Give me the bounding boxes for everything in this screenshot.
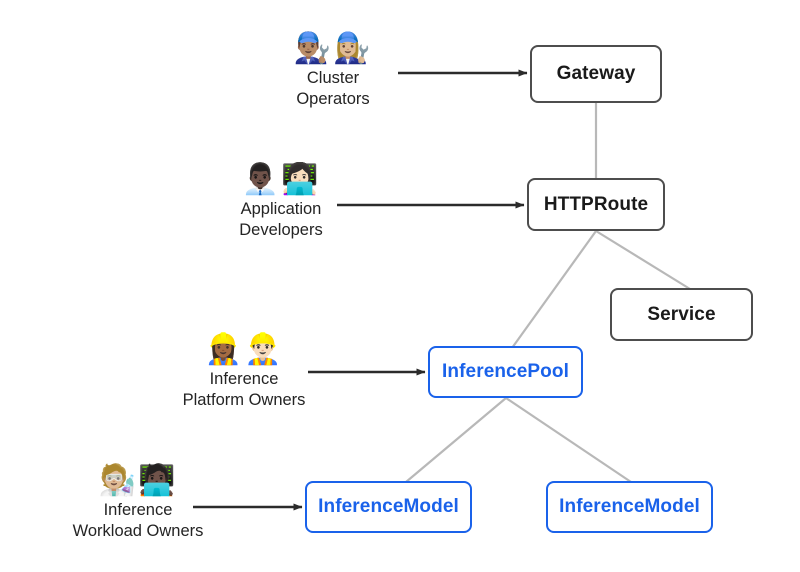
office-worker-technologist-pair-icon: 👨🏿‍💼👩🏻‍💻 (241, 162, 321, 197)
edge-httproute-pool (511, 230, 597, 349)
node-gateway[interactable]: Gateway (530, 45, 662, 103)
node-httproute-label: HTTPRoute (543, 193, 649, 215)
actor-inference-platform-owners-line1: Inference (209, 370, 279, 388)
actor-application-developers-line1: Application (240, 200, 322, 218)
node-inferencemodel-left-label: InferenceModel (318, 496, 459, 517)
actor-application-developers-line2: Developers (239, 221, 323, 239)
node-httproute[interactable]: HTTPRoute (527, 178, 665, 231)
actor-arrows (193, 69, 528, 511)
actor-inference-workload-owners-line1: Inference (103, 501, 173, 519)
node-service[interactable]: Service (610, 288, 753, 341)
actor-inference-workload-owners: 🧑🏼‍🔬🧑🏿‍💻 Inference Workload Owners (45, 464, 231, 542)
actor-cluster-operators: 👨🏽‍🔧👩🏼‍🔧 Cluster Operators (272, 32, 394, 110)
node-inferencemodel-left[interactable]: InferenceModel (305, 481, 472, 533)
node-service-label: Service (647, 303, 716, 325)
construction-worker-pair-icon: 👷🏾‍♀️👷🏻‍♂️ (204, 332, 284, 367)
node-inferencepool-label: InferencePool (442, 361, 569, 382)
node-inferencemodel-right-label: InferenceModel (559, 496, 700, 517)
node-inferencemodel-right[interactable]: InferenceModel (546, 481, 713, 533)
actor-cluster-operators-line2: Operators (296, 90, 370, 108)
mechanic-pair-icon: 👨🏽‍🔧👩🏼‍🔧 (293, 31, 373, 66)
node-inferencepool[interactable]: InferencePool (428, 346, 583, 398)
edge-pool-model-left (405, 397, 507, 483)
actor-cluster-operators-line1: Cluster (306, 69, 360, 87)
edge-pool-model-right (505, 397, 632, 483)
node-gateway-label: Gateway (556, 63, 636, 84)
actor-inference-platform-owners-line2: Platform Owners (182, 391, 306, 409)
edge-httproute-service (595, 230, 691, 290)
scientist-technologist-pair-icon: 🧑🏼‍🔬🧑🏿‍💻 (98, 463, 178, 498)
actor-application-developers: 👨🏿‍💼👩🏻‍💻 Application Developers (213, 163, 349, 241)
actor-inference-workload-owners-line2: Workload Owners (72, 522, 204, 540)
actor-inference-platform-owners: 👷🏾‍♀️👷🏻‍♂️ Inference Platform Owners (160, 333, 328, 411)
